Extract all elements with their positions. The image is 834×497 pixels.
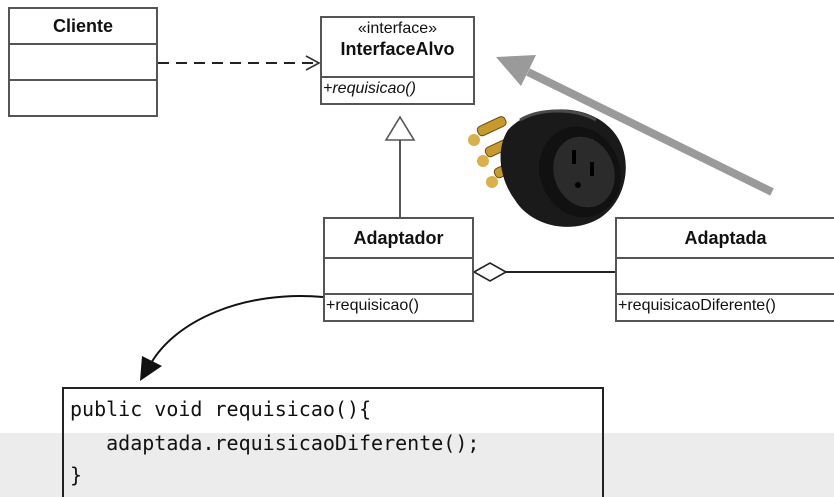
adaptada-class-name: Adaptada bbox=[684, 228, 767, 248]
adaptada-attributes-row bbox=[617, 259, 834, 295]
cliente-operations-row bbox=[10, 81, 156, 115]
big-gray-arrow-shaft bbox=[526, 68, 774, 196]
adaptador-class-name: Adaptador bbox=[353, 228, 444, 248]
adaptada-name-row: Adaptada bbox=[617, 219, 834, 259]
curved-arrowhead-icon bbox=[140, 356, 162, 381]
adaptador-operations-row: +requisicao() bbox=[325, 295, 472, 320]
code-line: } bbox=[70, 463, 83, 487]
realization-triangle-icon bbox=[384, 115, 416, 141]
cliente-class-name: Cliente bbox=[52, 16, 113, 36]
adaptador-attributes-row bbox=[325, 259, 472, 295]
adaptador-name-row: Adaptador bbox=[325, 219, 472, 259]
bottom-gray-band bbox=[0, 433, 834, 497]
power-plug-adapter-icon bbox=[468, 109, 626, 227]
adaptador-operation: +requisicao() bbox=[326, 297, 419, 314]
interface-alvo-class-box: «interface» InterfaceAlvo +requisicao() bbox=[320, 16, 475, 105]
adaptada-operations-row: +requisicaoDiferente() bbox=[617, 295, 834, 320]
interface-alvo-operations-row: +requisicao() bbox=[322, 78, 473, 103]
code-snippet-box: public void requisicao(){ adaptada.requi… bbox=[62, 387, 604, 497]
code-line: adaptada.requisicaoDiferente(); bbox=[70, 431, 480, 455]
interface-alvo-operation: +requisicao() bbox=[323, 80, 416, 97]
aggregation-diamond-icon bbox=[472, 262, 508, 282]
adaptada-class-box: Adaptada +requisicaoDiferente() bbox=[615, 217, 834, 322]
cliente-class-box: Cliente bbox=[8, 7, 158, 117]
curved-arrow-to-code bbox=[149, 295, 324, 366]
cliente-name-row: Cliente bbox=[10, 9, 156, 45]
code-line: public void requisicao(){ bbox=[70, 397, 372, 421]
big-gray-arrowhead-icon bbox=[496, 55, 536, 86]
cliente-attributes-row bbox=[10, 45, 156, 81]
adaptador-class-box: Adaptador +requisicao() bbox=[323, 217, 474, 322]
adaptada-operation: +requisicaoDiferente() bbox=[618, 297, 776, 314]
interface-alvo-class-name: InterfaceAlvo bbox=[340, 39, 455, 59]
interface-alvo-name-row: «interface» InterfaceAlvo bbox=[322, 18, 473, 78]
interface-stereotype: «interface» bbox=[357, 20, 438, 37]
